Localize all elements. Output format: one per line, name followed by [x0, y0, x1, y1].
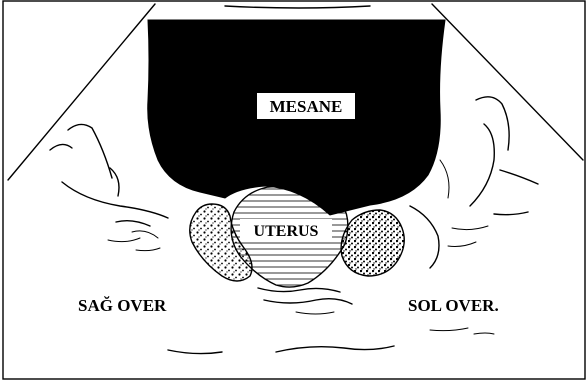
uterus-label-text: UTERUS	[254, 223, 319, 240]
right-ovary-label-text: SAĞ OVER	[78, 296, 167, 315]
left-ovary-label: SOL OVER.	[408, 296, 499, 315]
bladder-label-text: MESANE	[270, 97, 343, 116]
right-ovary-label: SAĞ OVER	[78, 296, 167, 315]
left-ovary-label-text: SOL OVER.	[408, 296, 499, 315]
bladder-label: MESANE	[257, 93, 355, 119]
